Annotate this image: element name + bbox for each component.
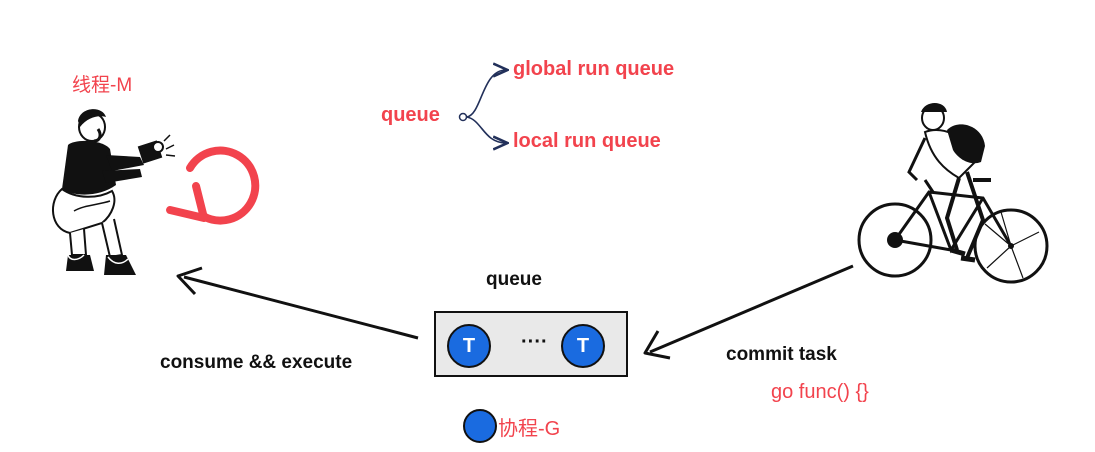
task-goroutine-circle: T: [561, 324, 605, 368]
photographer-illustration: [51, 109, 176, 275]
queue-title: queue: [486, 269, 542, 290]
thread-label: 线程-M: [72, 75, 133, 96]
goroutine-legend-label: 协程-G: [498, 418, 561, 440]
go-func-code-label: go func() {}: [771, 381, 869, 403]
queue-type-root-label: queue: [381, 104, 440, 126]
cyclist-illustration: [857, 103, 1049, 284]
loop-rotate-icon: [166, 146, 260, 225]
task-goroutine-circle: T: [447, 324, 491, 368]
global-run-queue-label: global run queue: [513, 58, 675, 80]
queue-ellipsis: ····: [521, 331, 548, 353]
goroutine-legend-dot: [463, 409, 497, 443]
commit-task-label: commit task: [726, 344, 837, 365]
local-run-queue-label: local run queue: [513, 130, 661, 152]
consume-execute-label: consume && execute: [160, 352, 353, 373]
queue-box: T ···· T: [434, 311, 628, 377]
